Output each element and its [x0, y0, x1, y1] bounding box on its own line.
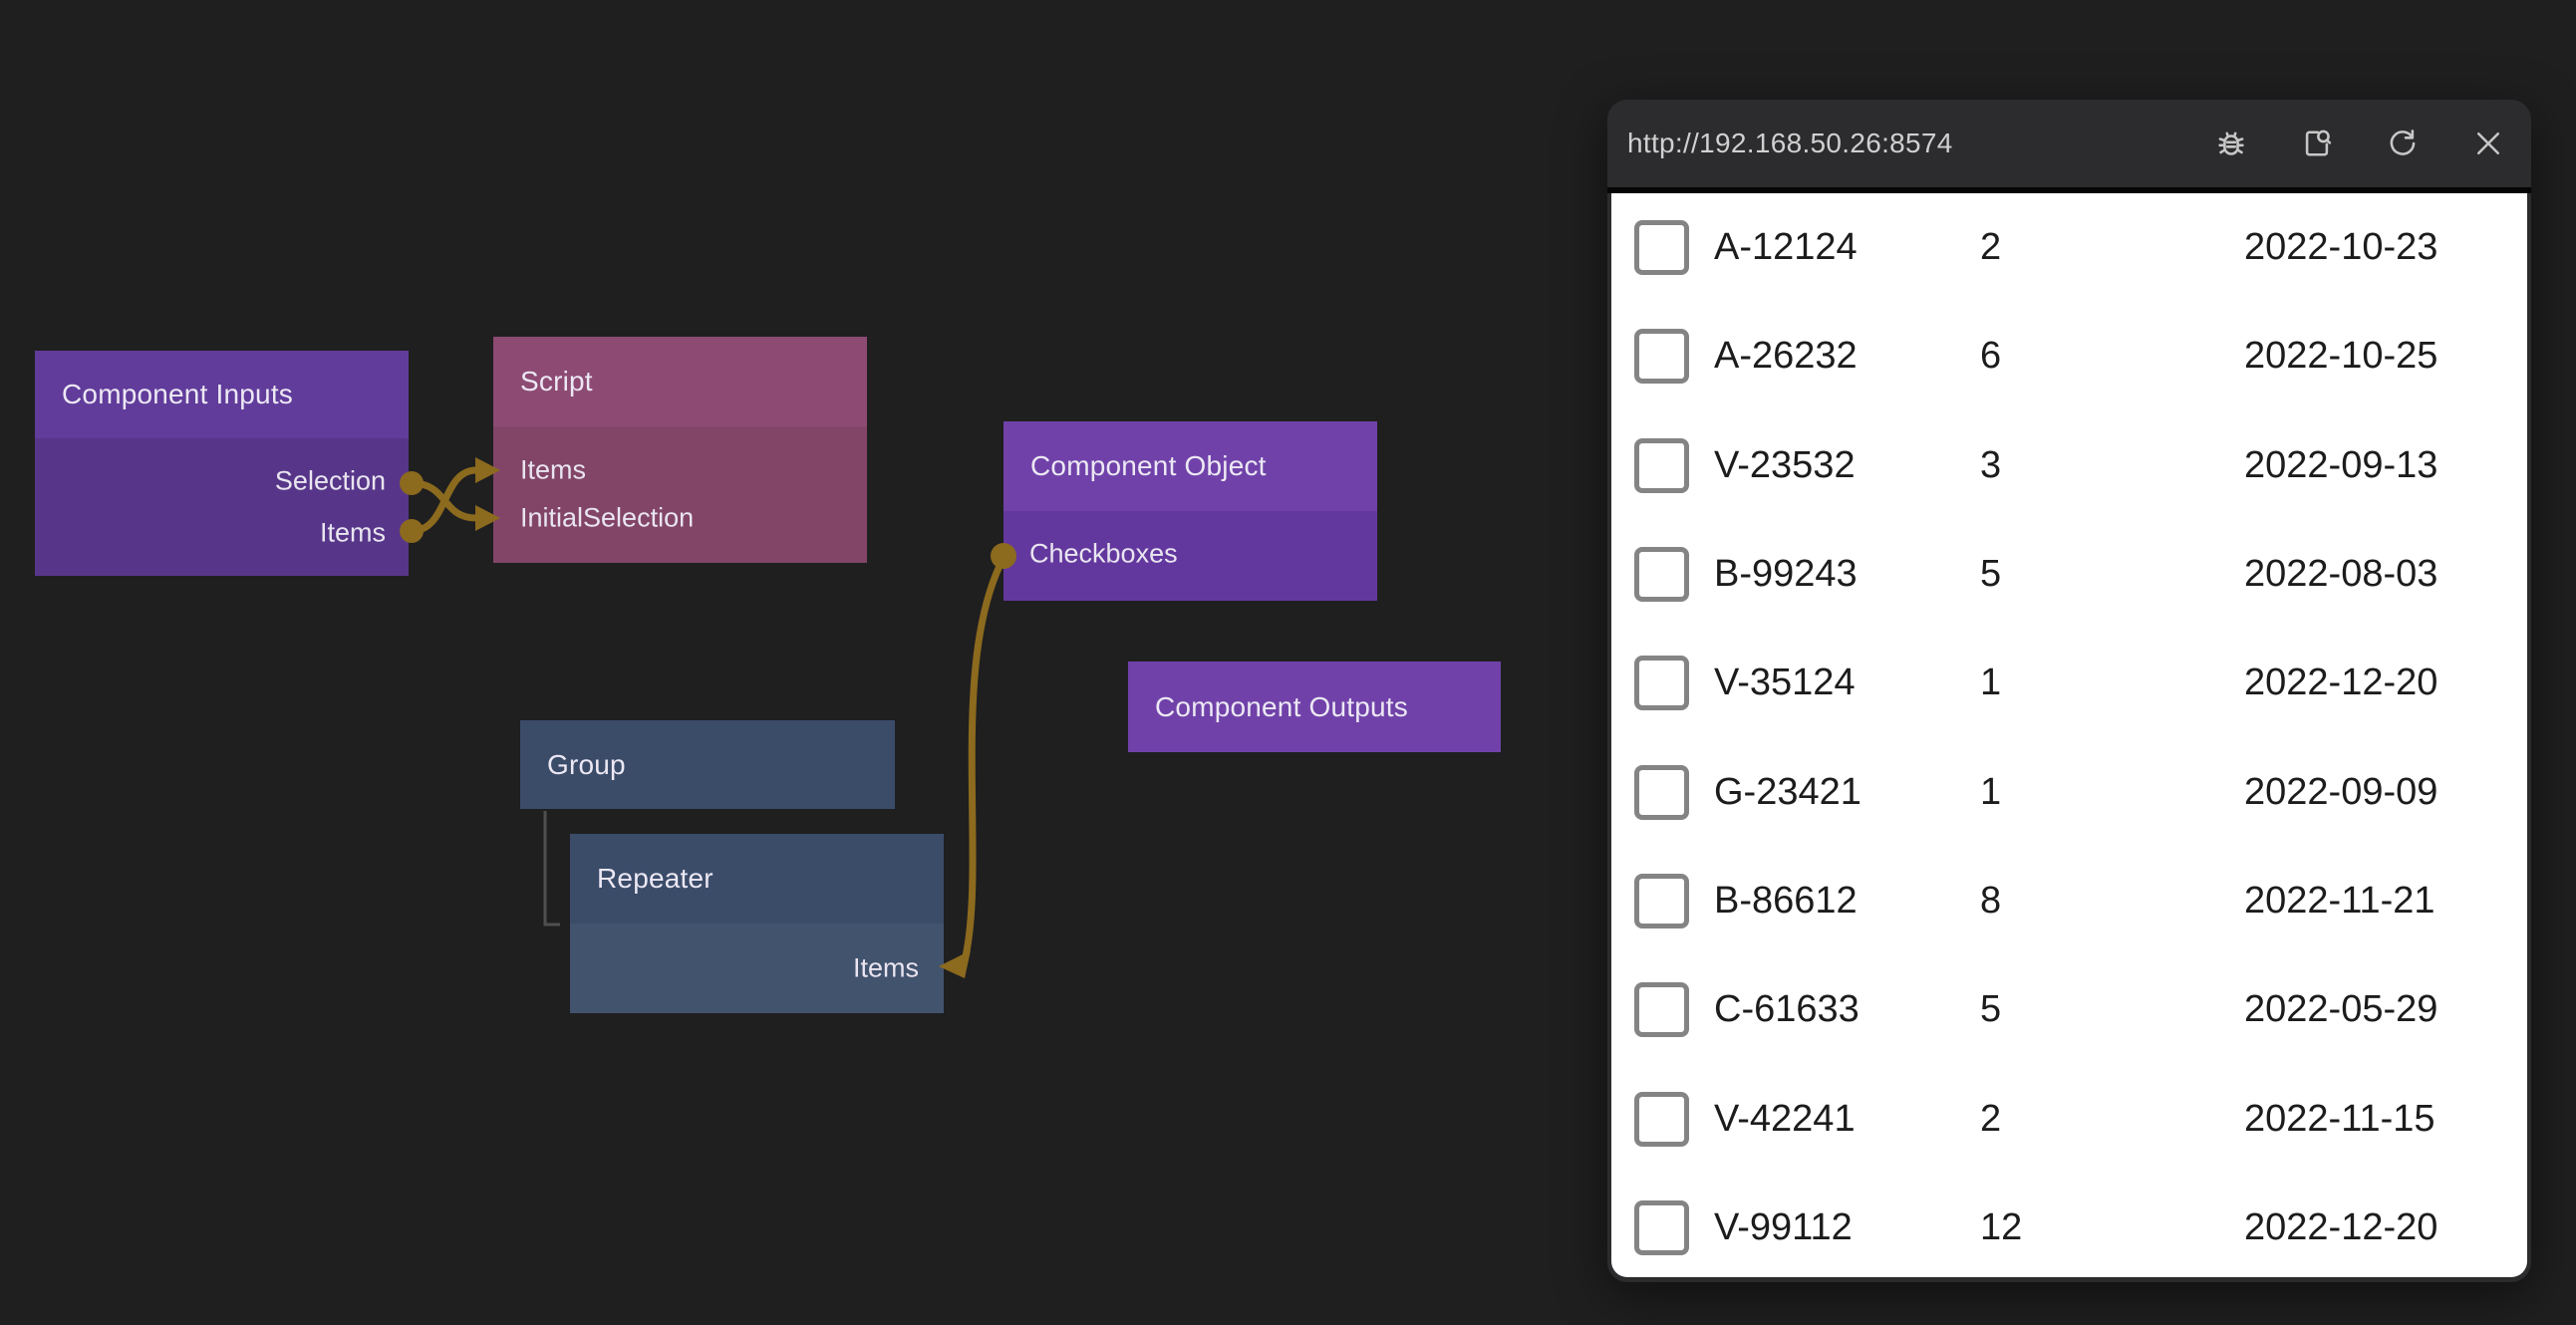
row-id-cell: V-23532	[1714, 443, 1856, 486]
node-component-object-header[interactable]: Component Object	[1003, 421, 1377, 511]
node-title: Group	[547, 748, 626, 780]
row-id-cell: A-26232	[1714, 335, 1858, 378]
group-child-connector-line	[543, 811, 560, 927]
row-id-cell: A-12124	[1714, 226, 1858, 269]
table-row: V-23532 3 2022-09-13	[1634, 411, 2527, 520]
table-row: V-42241 2 2022-11-15	[1634, 1064, 2527, 1173]
node-component-inputs-header[interactable]: Component Inputs	[35, 351, 409, 438]
node-title: Script	[520, 366, 593, 397]
node-script-header[interactable]: Script	[493, 337, 867, 426]
wire-items-to-items[interactable]	[411, 466, 477, 535]
port-label-initialselection: InitialSelection	[520, 502, 695, 533]
row-qty-cell: 5	[1980, 988, 2002, 1031]
table-row: B-86612 8 2022-11-21	[1634, 847, 2527, 955]
node-repeater[interactable]: Repeater Items	[570, 834, 944, 1013]
row-date-cell: 2022-12-20	[2244, 662, 2438, 704]
node-group-header[interactable]: Group	[520, 720, 895, 809]
port-label-checkboxes: Checkboxes	[1029, 538, 1178, 569]
row-qty-cell: 2	[1980, 226, 2002, 269]
browser-titlebar: http://192.168.50.26:8574	[1607, 100, 2531, 187]
row-id-cell: C-61633	[1714, 988, 1860, 1031]
node-component-inputs-body: Selection Items	[35, 438, 409, 576]
table-row: G-23421 1 2022-09-09	[1634, 737, 2527, 846]
node-script-body: Items InitialSelection	[493, 426, 867, 563]
wire-checkboxes-to-repeater-items[interactable]	[962, 556, 1007, 957]
row-checkbox[interactable]	[1634, 764, 1689, 820]
row-checkbox[interactable]	[1634, 1199, 1689, 1255]
node-component-inputs[interactable]: Component Inputs Selection Items	[35, 351, 409, 576]
node-repeater-body: Items	[570, 924, 944, 1013]
row-qty-cell: 3	[1980, 443, 2002, 486]
table-row: V-35124 1 2022-12-20	[1634, 629, 2527, 737]
row-id-cell: V-42241	[1714, 1097, 1856, 1140]
row-qty-cell: 1	[1980, 662, 2002, 704]
row-checkbox[interactable]	[1634, 437, 1689, 493]
table-row: A-26232 6 2022-10-25	[1634, 302, 2527, 410]
node-group[interactable]: Group	[520, 720, 895, 809]
port-label-selection: Selection	[274, 465, 386, 496]
browser-toolbar	[2213, 126, 2506, 161]
row-qty-cell: 12	[1980, 1205, 2023, 1248]
node-title: Component Object	[1030, 450, 1267, 481]
inspect-page-icon[interactable]	[2299, 126, 2335, 161]
row-date-cell: 2022-11-21	[2244, 879, 2435, 922]
close-icon[interactable]	[2470, 126, 2506, 161]
row-qty-cell: 2	[1980, 1097, 2002, 1140]
port-label-items: Items	[852, 952, 919, 983]
debug-bug-icon[interactable]	[2213, 126, 2249, 161]
node-component-outputs[interactable]: Component Outputs	[1128, 662, 1501, 752]
row-date-cell: 2022-12-20	[2244, 1205, 2438, 1248]
node-component-object[interactable]: Component Object Checkboxes	[1003, 421, 1377, 601]
row-id-cell: V-35124	[1714, 662, 1856, 704]
row-date-cell: 2022-08-03	[2244, 553, 2438, 596]
row-checkbox[interactable]	[1634, 656, 1689, 711]
row-date-cell: 2022-05-29	[2244, 988, 2438, 1031]
table-row: A-12124 2 2022-10-23	[1634, 193, 2527, 302]
node-title: Repeater	[597, 863, 714, 894]
refresh-icon[interactable]	[2385, 126, 2421, 161]
node-script[interactable]: Script Items InitialSelection	[493, 337, 867, 563]
row-checkbox[interactable]	[1634, 329, 1689, 385]
table-row: B-99243 5 2022-08-03	[1634, 520, 2527, 629]
row-id-cell: B-99243	[1714, 553, 1858, 596]
row-checkbox[interactable]	[1634, 547, 1689, 603]
browser-preview-panel: http://192.168.50.26:8574	[1607, 100, 2531, 1282]
node-component-outputs-header[interactable]: Component Outputs	[1128, 662, 1501, 752]
port-label-items: Items	[520, 454, 587, 485]
row-qty-cell: 1	[1980, 770, 2002, 813]
row-id-cell: B-86612	[1714, 879, 1858, 922]
url-text[interactable]: http://192.168.50.26:8574	[1627, 128, 1953, 158]
row-date-cell: 2022-09-13	[2244, 443, 2438, 486]
row-qty-cell: 5	[1980, 553, 2002, 596]
row-checkbox[interactable]	[1634, 220, 1689, 276]
wire-selection-to-initialselection[interactable]	[411, 479, 477, 522]
node-repeater-header[interactable]: Repeater	[570, 834, 944, 924]
titlebar-separator	[1607, 187, 2531, 193]
browser-page-content: A-12124 2 2022-10-23 A-26232 6 2022-10-2…	[1611, 193, 2527, 1277]
row-date-cell: 2022-09-09	[2244, 770, 2438, 813]
node-title: Component Outputs	[1155, 690, 1408, 722]
table-row: C-61633 5 2022-05-29	[1634, 955, 2527, 1064]
row-qty-cell: 6	[1980, 335, 2002, 378]
row-date-cell: 2022-10-25	[2244, 335, 2438, 378]
row-date-cell: 2022-11-15	[2244, 1097, 2435, 1140]
row-checkbox[interactable]	[1634, 873, 1689, 928]
row-qty-cell: 8	[1980, 879, 2002, 922]
table-row: V-99112 12 2022-12-20	[1634, 1174, 2527, 1277]
node-title: Component Inputs	[62, 379, 294, 409]
row-id-cell: G-23421	[1714, 770, 1861, 813]
row-date-cell: 2022-10-23	[2244, 226, 2438, 269]
row-checkbox[interactable]	[1634, 1091, 1689, 1147]
row-id-cell: V-99112	[1714, 1205, 1853, 1248]
node-component-object-body: Checkboxes	[1003, 511, 1377, 601]
port-label-items: Items	[319, 517, 386, 548]
row-checkbox[interactable]	[1634, 982, 1689, 1038]
